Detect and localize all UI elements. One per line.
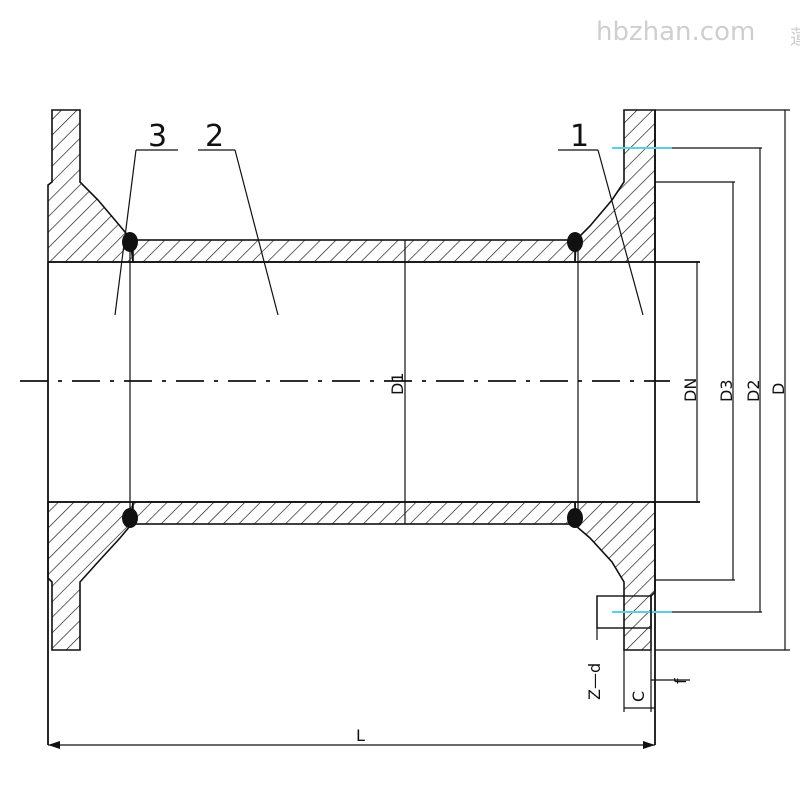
dim-label-z-d: Z—d [585,663,604,700]
watermark-text: hbzhan.com [596,17,755,47]
left-flange-bottom [47,501,134,651]
pipe-wall-top [132,239,576,263]
length-dimension [48,741,655,749]
part-label-1: 1 [570,119,589,154]
dim-label-c: C [629,691,648,702]
weld-bead [567,508,583,528]
left-flange [47,109,134,651]
dim-label-dn: DN [681,378,700,402]
right-flange [574,109,656,651]
part-leaders [114,149,644,316]
weld-beads [122,232,583,528]
right-dimensions [655,109,790,651]
part-label-3: 3 [148,119,167,154]
weld-bead [567,232,583,252]
left-flange-top [47,109,134,263]
weld-bead [122,508,138,528]
dim-label-f: f [671,678,690,684]
part-label-2: 2 [205,119,224,154]
dim-label-l: L [356,726,365,745]
watermark-edge-glyph: 蓮 [790,25,800,49]
pipe-body [47,110,700,745]
dim-label-d3: D3 [717,380,736,403]
dim-label-d: D [769,383,788,395]
dim-label-d2: D2 [744,380,763,403]
pipe-wall-bottom [132,501,576,525]
bolt-hole-detail [596,595,690,712]
dim-label-d1: D1 [388,373,407,396]
weld-bead [122,232,138,252]
